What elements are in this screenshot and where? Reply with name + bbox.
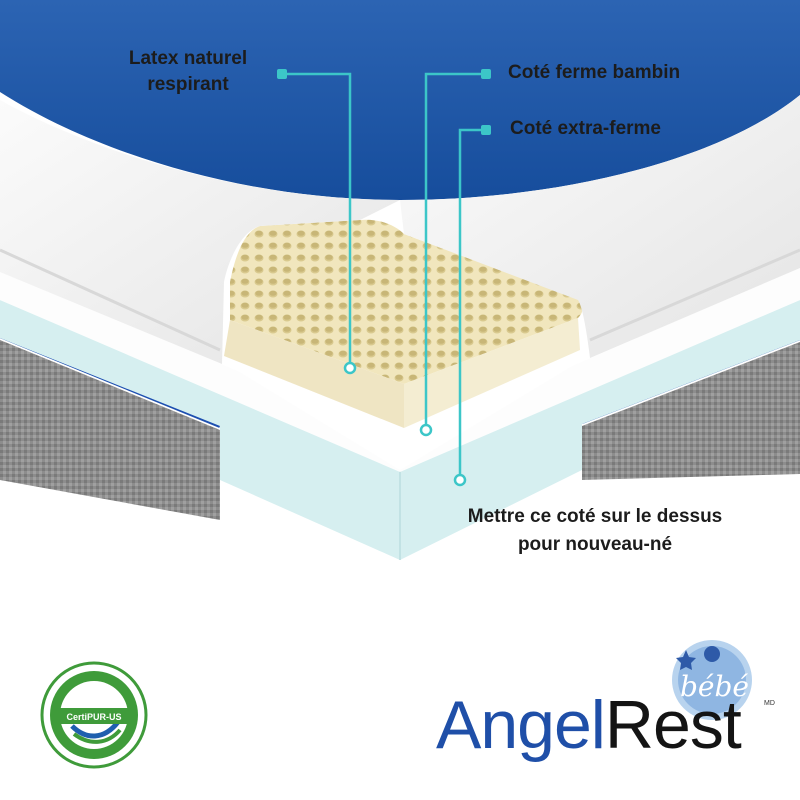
extra-firm-side-label: Coté extra-ferme xyxy=(510,118,661,139)
callout-lines xyxy=(282,72,486,478)
latex-side-left xyxy=(224,320,404,428)
brand-trademark: MD xyxy=(764,700,775,707)
latex-top xyxy=(230,219,583,384)
latex-label: Latex naturel respirant xyxy=(108,46,268,98)
toddler-side-label: Coté ferme bambin xyxy=(508,62,681,83)
latex-callout-dot xyxy=(343,361,357,375)
left-grey-side xyxy=(0,340,220,520)
callout-markers xyxy=(277,69,491,135)
toddler-callout-dot xyxy=(419,423,433,437)
white-foam-front xyxy=(220,340,582,470)
blue-background xyxy=(0,0,800,200)
latex-side-right xyxy=(404,318,580,428)
brand-name-part2: Rest xyxy=(604,687,742,763)
latex-label-line2: respirant xyxy=(147,74,229,95)
newborn-label: Mettre ce coté sur le dessus pour nouvea… xyxy=(400,503,790,559)
right-grey-side xyxy=(582,342,800,480)
brand-logo: AngelRest xyxy=(436,687,742,763)
left-cover-flap xyxy=(0,100,400,364)
certipur-badge xyxy=(40,661,148,769)
bebe-logo xyxy=(672,640,752,720)
newborn-label-line1: Mettre ce coté sur le dessus xyxy=(467,506,723,527)
certipur-badge-text: CertiPUR-US xyxy=(66,712,122,722)
latex-label-line1: Latex naturel xyxy=(128,48,248,69)
extra-callout-dot xyxy=(453,473,467,487)
brand-name-part1: Angel xyxy=(436,687,606,763)
newborn-label-line2: pour nouveau-né xyxy=(517,534,673,555)
bebe-tag: bébé xyxy=(680,670,749,703)
